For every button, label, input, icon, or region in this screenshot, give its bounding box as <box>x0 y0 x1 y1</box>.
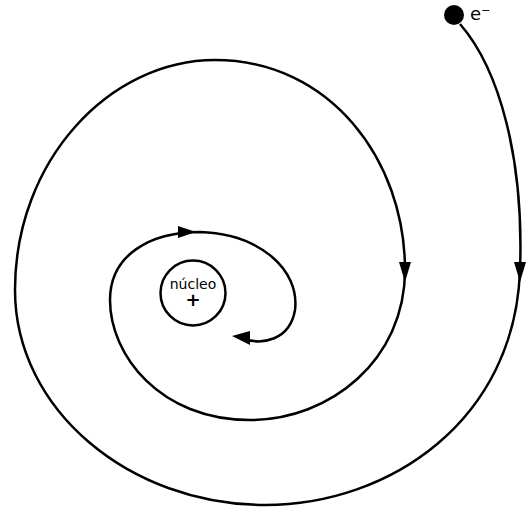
arrowhead <box>178 226 196 238</box>
electron-label: e⁻ <box>470 3 491 24</box>
arrowhead <box>514 262 526 282</box>
nucleus-circle: núcleo+ <box>159 259 227 327</box>
arrowhead <box>399 262 411 282</box>
nucleus-label: núcleo <box>170 277 217 291</box>
electron-dot <box>444 5 464 25</box>
arrowhead <box>232 331 250 345</box>
spiral-path <box>15 24 520 505</box>
charge-sign: + <box>185 291 200 309</box>
